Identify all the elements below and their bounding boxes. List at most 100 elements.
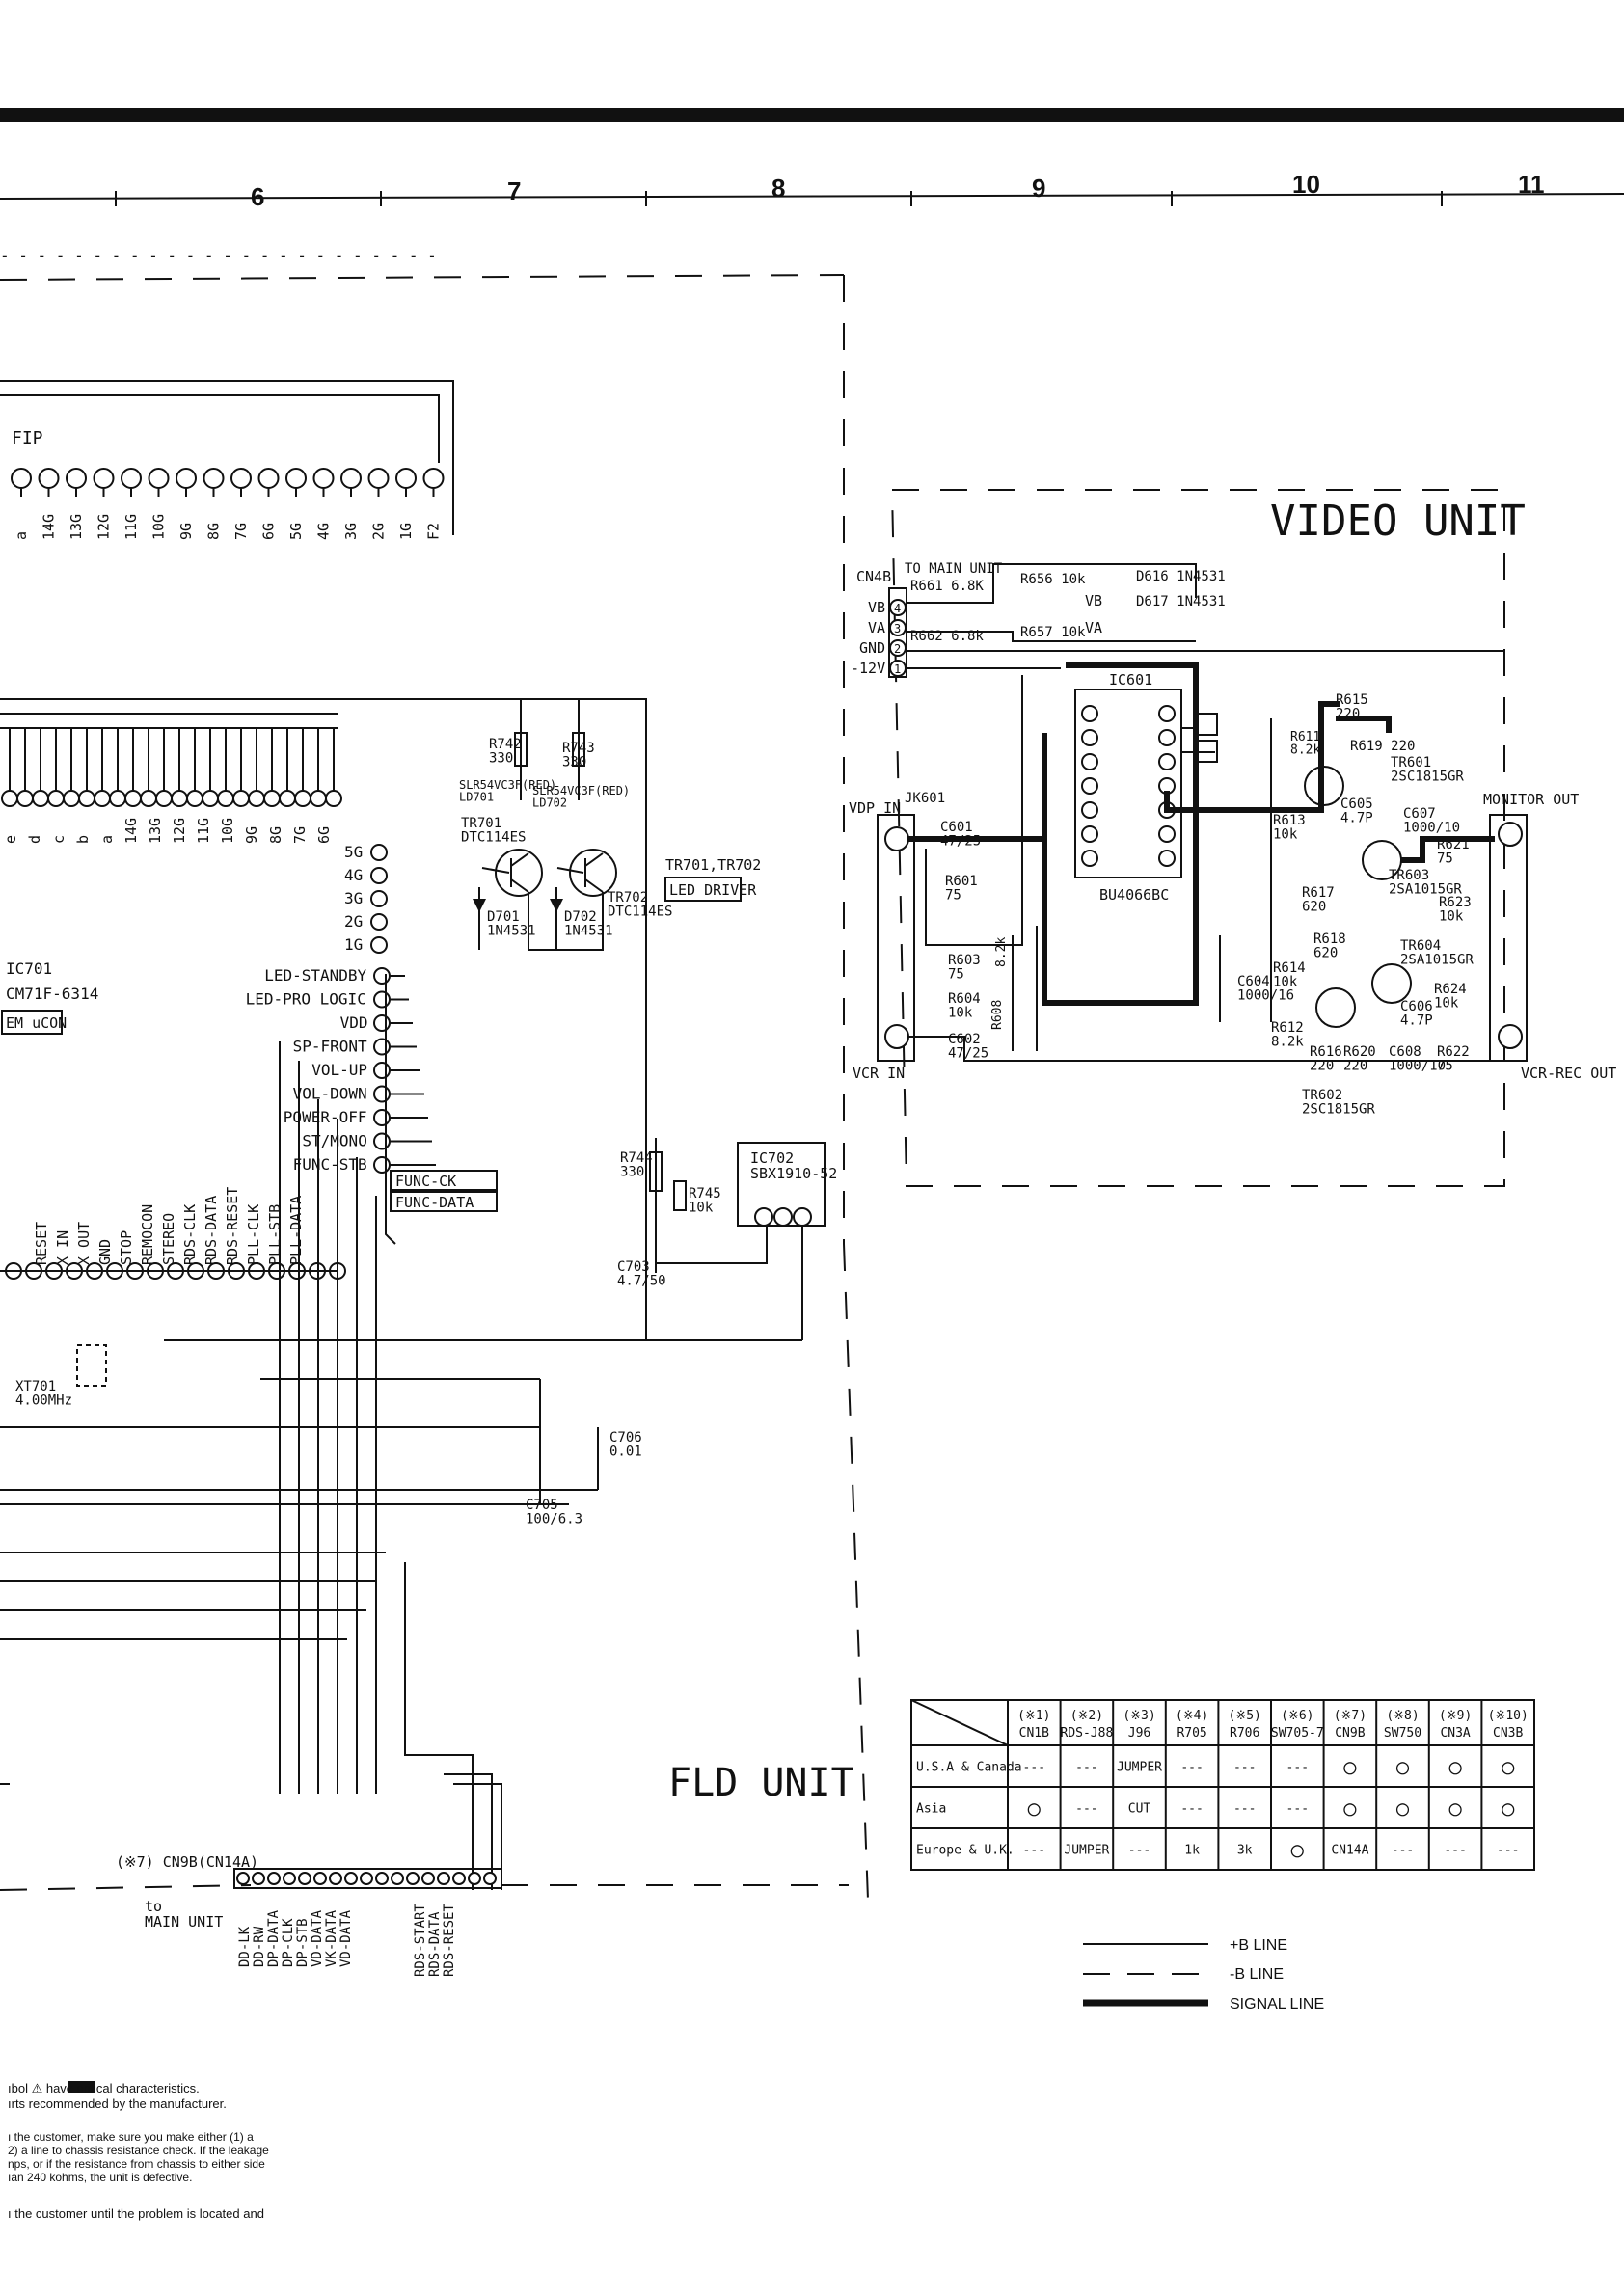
ic701-pin (373, 967, 391, 985)
cn4b-pin (889, 599, 907, 616)
connector-signal: DP-CLK (281, 1918, 296, 1967)
grid-pin (279, 790, 296, 807)
connector-signal: DP-DATA (266, 1909, 282, 1967)
connector-pin (468, 1872, 481, 1885)
connector-pins (236, 1872, 497, 1885)
ic701-bottom-pin-label: RDS-CLK (181, 1204, 199, 1265)
table-cell: ○ (1502, 1797, 1515, 1822)
connector-pin (283, 1872, 296, 1885)
table-cell: ○ (1343, 1756, 1357, 1780)
connector-signal: DP-STB (295, 1918, 311, 1967)
vcr-rec-out: VCR-REC OUT (1521, 1065, 1616, 1082)
fld-unit-title: FLD UNIT (668, 1761, 854, 1805)
fip-pin-label: 8G (205, 523, 223, 540)
grid-label: e (2, 835, 19, 844)
grid-pin (124, 790, 142, 807)
ic601-pin (1081, 825, 1098, 843)
ic701-bottom-pin-label: PLL-DATA (287, 1196, 305, 1265)
grid-pin (263, 790, 281, 807)
ic701-pin-label: LED-PRO LOGIC (246, 990, 366, 1009)
fip-pin-label: 14G (41, 514, 58, 540)
grid-right-label: 5G (344, 843, 363, 861)
r608: R608 (990, 1000, 1005, 1030)
grid-label: c (50, 835, 68, 844)
ic701-part: CM71F-6314 (6, 985, 98, 1003)
grid-pin (186, 790, 203, 807)
table-region: Europe & U.K. (916, 1844, 1015, 1858)
ic701-name: EM uCON (6, 1014, 67, 1032)
r619: R619 220 (1350, 739, 1415, 754)
grid-pin (16, 790, 34, 807)
grid-label: 12G (171, 818, 188, 844)
ic601-pin (1081, 777, 1098, 795)
table-header-mark: (※9) (1439, 1709, 1472, 1723)
fip-pin (340, 468, 362, 489)
ic601-pin (1081, 729, 1098, 746)
ld701: SLR54VC3F(RED)LD701 (459, 778, 556, 804)
table-header-name: CN3B (1493, 1726, 1523, 1741)
cn4b-pin-number: 4 (894, 602, 901, 615)
region-table: (※1)CN1B(※2)RDS-J88(※3)J96(※4)R705(※5)R7… (910, 1699, 1535, 1871)
vdp-in: VDP IN (849, 799, 901, 817)
led-driver-label: LED DRIVER (669, 881, 757, 899)
note-line: ırts recommended by the manufacturer. (8, 2096, 227, 2111)
cn4b-pin-label: VA (868, 619, 885, 636)
fip-label: FIP (12, 428, 43, 448)
grid-label: d (26, 835, 43, 844)
connector-pin (236, 1872, 250, 1885)
ic701-bottom-pin-label: RDS-DATA (203, 1196, 220, 1265)
table-cell: --- (1023, 1844, 1045, 1858)
table-cell: 1k (1184, 1844, 1200, 1858)
grid-pin (78, 790, 95, 807)
note-line: nps, or if the resistance from chassis t… (8, 2157, 265, 2171)
fip-pin-label: 1G (397, 523, 415, 540)
grid-pin (232, 790, 250, 807)
ic601-part: BU4066BC (1099, 886, 1169, 904)
grid-right-pin (370, 890, 388, 907)
grid-label: b (74, 835, 92, 844)
ic701-pin (373, 1132, 391, 1150)
legend-plus-b: +B LINE (1230, 1937, 1287, 1954)
connector-pin (406, 1872, 420, 1885)
fip-pin (422, 468, 445, 489)
grid-label: 9G (243, 826, 260, 844)
table-header-name: CN9B (1335, 1726, 1365, 1741)
connector-pin (252, 1872, 265, 1885)
fip-pin (11, 468, 32, 489)
table-cell: ○ (1396, 1756, 1410, 1780)
ic701-pin-label: VOL-UP (311, 1061, 367, 1079)
table-headers: (※1)CN1B(※2)RDS-J88(※3)J96(※4)R705(※5)R7… (1017, 1709, 1529, 1741)
table-cell: 3k (1237, 1844, 1253, 1858)
connector-signal: VK-DATA (324, 1909, 339, 1967)
grid-right-pin (370, 913, 388, 931)
grid-right-label: 3G (344, 889, 363, 907)
grid-right-pin (370, 844, 388, 861)
r657: R657 10k (1020, 625, 1086, 640)
connector-pin (452, 1872, 466, 1885)
ic601-pins (1081, 705, 1176, 867)
ic701: IC701 CM71F-6314 EM uCON LED-STANDBYLED-… (0, 959, 498, 1280)
ic601-pin (1158, 729, 1176, 746)
func-label: FUNC-DATA (395, 1194, 474, 1211)
table-header-name: J96 (1128, 1726, 1150, 1741)
grid-pin (32, 790, 49, 807)
grid-pin (171, 790, 188, 807)
